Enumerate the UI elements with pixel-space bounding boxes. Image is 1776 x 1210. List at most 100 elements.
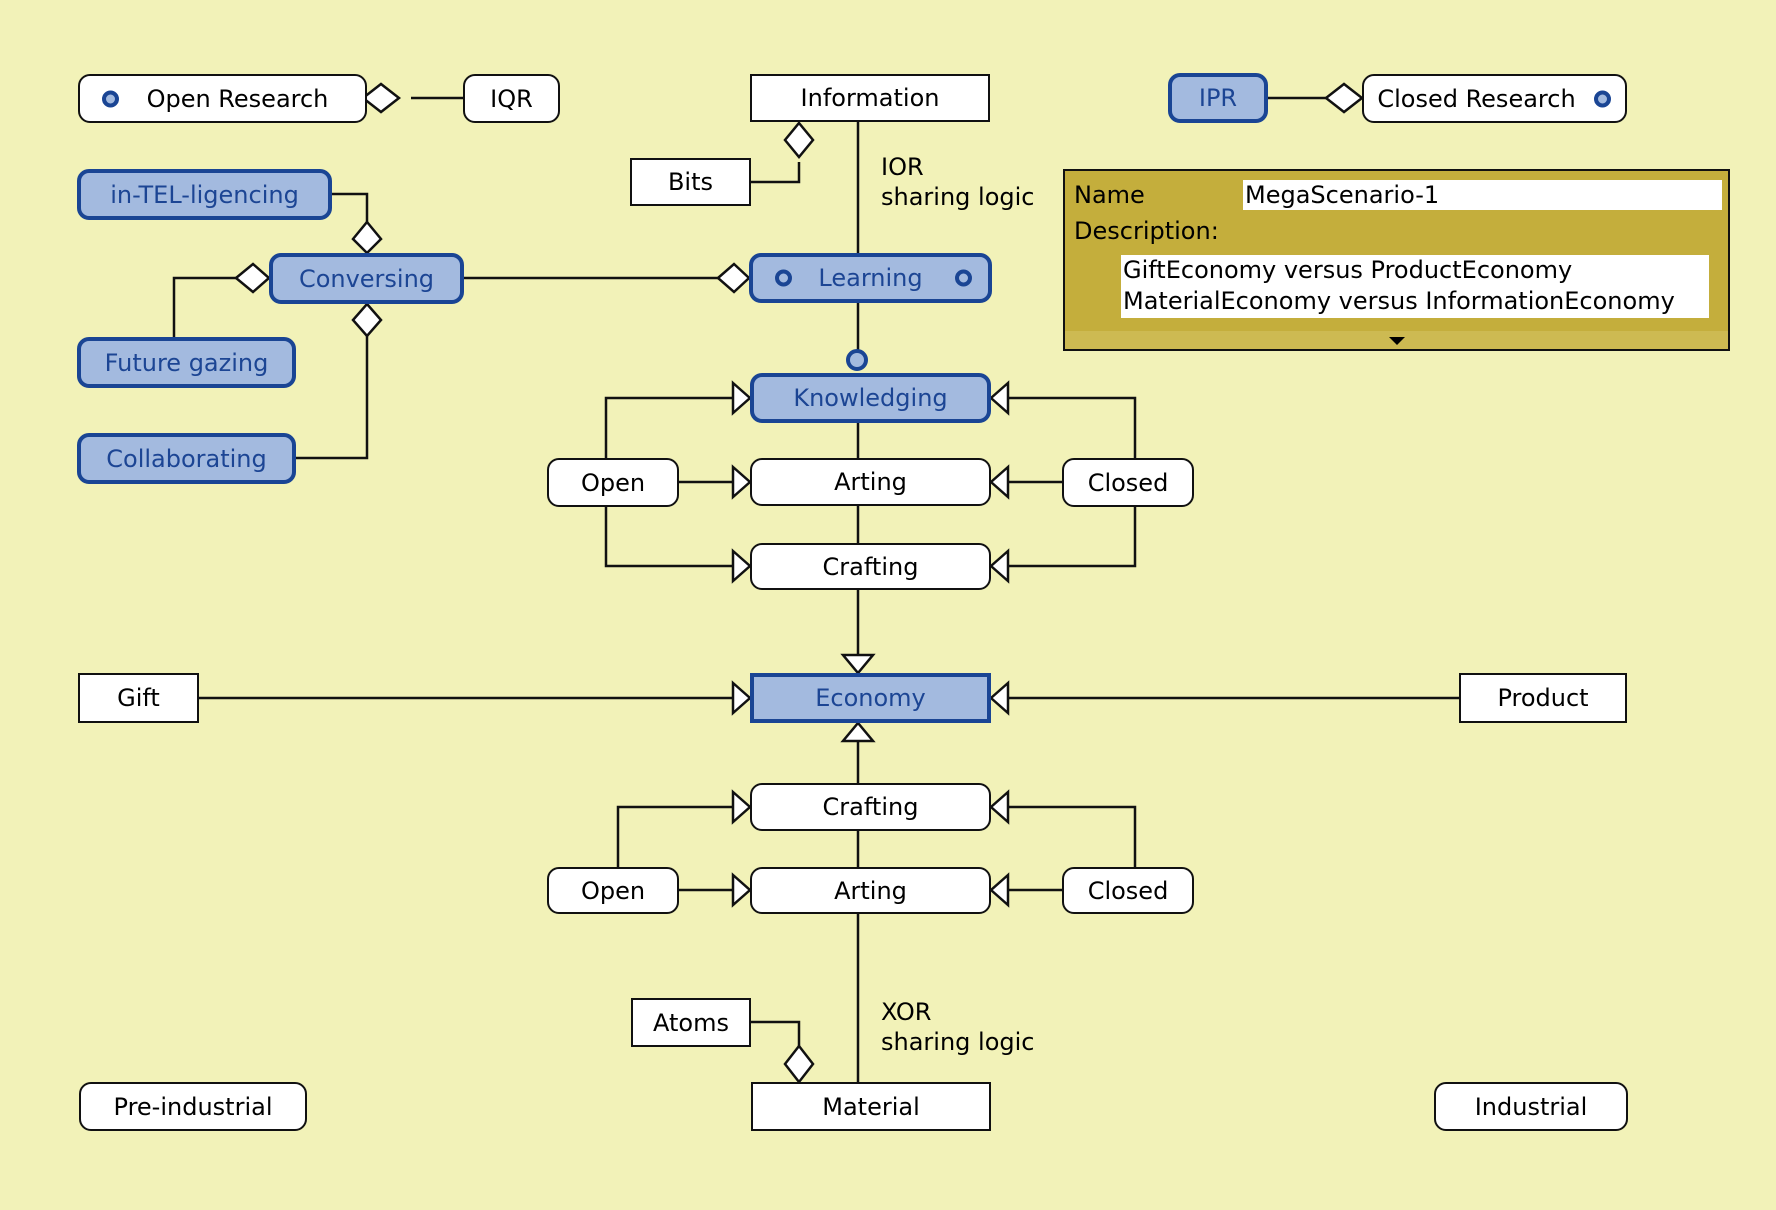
node-open-upper[interactable]: Open	[547, 458, 679, 507]
node-open-research[interactable]: Open Research	[78, 74, 367, 123]
circle-port-icon	[775, 269, 792, 287]
node-label: Product	[1497, 684, 1589, 712]
description-textarea[interactable]: GiftEconomy versus ProductEconomy Materi…	[1121, 255, 1709, 318]
node-learning[interactable]: Learning	[749, 253, 992, 303]
node-label: Collaborating	[106, 444, 267, 473]
node-label: Information	[800, 84, 940, 112]
node-future-gazing[interactable]: Future gazing	[77, 337, 296, 388]
aggregation-diamond-icon	[716, 262, 751, 294]
node-label: Gift	[117, 684, 160, 712]
node-label: Crafting	[822, 793, 919, 821]
node-label: Pre-industrial	[113, 1092, 273, 1121]
aggregation-diamond-icon	[351, 220, 383, 255]
node-atoms[interactable]: Atoms	[631, 998, 751, 1047]
node-label: Arting	[834, 468, 907, 496]
description-label: Description:	[1074, 217, 1219, 245]
connector-futuregazing-conversing	[172, 276, 236, 337]
inheritance-arrow-icon	[840, 653, 876, 675]
node-label: in-TEL-ligencing	[110, 180, 299, 209]
annotation-line: IOR	[881, 153, 924, 181]
connector-collaborating-conversing	[296, 336, 369, 460]
caret-down-icon[interactable]	[1388, 337, 1405, 345]
node-crafting-lower[interactable]: Crafting	[750, 783, 991, 831]
xor-annotation: XOR sharing logic	[881, 997, 1034, 1057]
node-product[interactable]: Product	[1459, 673, 1627, 723]
node-label: IPR	[1198, 84, 1238, 112]
node-ipr[interactable]: IPR	[1168, 73, 1268, 123]
annotation-line: XOR	[881, 998, 932, 1026]
inheritance-arrow-icon	[989, 680, 1010, 716]
node-economy[interactable]: Economy	[750, 673, 991, 723]
node-label: Bits	[667, 168, 714, 196]
connector-bits-information	[751, 162, 801, 184]
aggregation-diamond-icon	[351, 302, 383, 338]
node-label: Open Research	[146, 84, 329, 113]
node-in-tel-ligencing[interactable]: in-TEL-ligencing	[77, 169, 332, 220]
node-label: Atoms	[653, 1008, 729, 1037]
node-knowledging[interactable]: Knowledging	[750, 373, 991, 423]
node-collaborating[interactable]: Collaborating	[77, 433, 296, 484]
aggregation-diamond-icon	[783, 1043, 815, 1085]
node-closed-upper[interactable]: Closed	[1062, 458, 1194, 507]
node-gift[interactable]: Gift	[78, 673, 199, 723]
description-line: GiftEconomy versus ProductEconomy	[1123, 256, 1573, 284]
connector-open-lower-crafting	[616, 805, 733, 867]
description-line: MaterialEconomy versus InformationEconom…	[1123, 287, 1675, 315]
node-label: Closed	[1087, 468, 1169, 497]
inheritance-arrow-icon	[731, 548, 752, 584]
port-circle-icon	[846, 349, 868, 371]
node-closed-lower[interactable]: Closed	[1062, 867, 1194, 914]
node-open-lower[interactable]: Open	[547, 867, 679, 914]
node-iqr[interactable]: IQR	[463, 74, 560, 123]
inheritance-arrow-icon	[989, 548, 1010, 584]
node-crafting-upper[interactable]: Crafting	[750, 543, 991, 590]
inheritance-arrow-icon	[989, 872, 1010, 908]
name-input[interactable]	[1243, 180, 1722, 210]
node-pre-industrial[interactable]: Pre-industrial	[79, 1082, 307, 1131]
properties-panel: Name Description: GiftEconomy versus Pro…	[1063, 169, 1730, 351]
node-information[interactable]: Information	[750, 74, 990, 122]
inheritance-arrow-icon	[731, 872, 752, 908]
node-arting-lower[interactable]: Arting	[750, 867, 991, 914]
node-label: Material	[822, 1092, 920, 1121]
circle-port-icon	[1594, 90, 1611, 107]
circle-port-icon	[955, 269, 972, 287]
node-industrial[interactable]: Industrial	[1434, 1082, 1628, 1131]
node-label: Arting	[834, 876, 907, 905]
node-label: Conversing	[298, 264, 435, 293]
connector-closed-crafting	[1008, 506, 1137, 568]
inheritance-arrow-icon	[989, 789, 1010, 825]
inheritance-arrow-icon	[731, 380, 752, 416]
node-bits[interactable]: Bits	[630, 158, 751, 206]
node-label: Open	[580, 876, 646, 905]
node-label: IQR	[490, 84, 533, 113]
inheritance-arrow-icon	[989, 464, 1010, 500]
aggregation-diamond-icon	[1323, 82, 1365, 114]
name-label: Name	[1074, 181, 1145, 209]
annotation-line: sharing logic	[881, 183, 1035, 211]
connector-closed-lower-crafting	[1008, 805, 1137, 867]
node-label: Learning	[818, 264, 923, 292]
connector-closed-knowledging	[1008, 396, 1137, 458]
node-label: Closed Research	[1377, 84, 1576, 113]
aggregation-diamond-icon	[783, 121, 815, 159]
node-label: Knowledging	[793, 384, 948, 412]
node-closed-research[interactable]: Closed Research	[1362, 74, 1627, 123]
node-label: Industrial	[1474, 1092, 1588, 1121]
connector-intel-conversing	[332, 192, 369, 222]
node-arting-upper[interactable]: Arting	[750, 458, 991, 506]
inheritance-arrow-icon	[989, 380, 1010, 416]
inheritance-arrow-icon	[731, 680, 752, 716]
aggregation-diamond-icon	[360, 82, 402, 114]
node-label: Open	[580, 468, 646, 497]
panel-expand-strip[interactable]	[1065, 331, 1728, 349]
ior-annotation: IOR sharing logic	[881, 152, 1034, 212]
node-material[interactable]: Material	[751, 1082, 991, 1131]
connector-atoms-material	[751, 1020, 801, 1046]
node-label: Crafting	[822, 552, 919, 581]
inheritance-arrow-icon	[840, 721, 876, 743]
aggregation-diamond-icon	[234, 262, 271, 294]
node-label: Future gazing	[104, 348, 269, 377]
node-conversing[interactable]: Conversing	[269, 253, 464, 304]
